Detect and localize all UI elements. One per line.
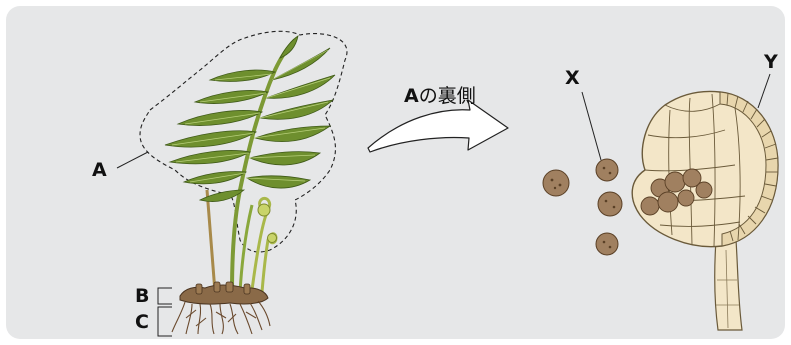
label-c: C [135,313,149,332]
frond-dashed-outline [140,31,347,252]
label-b: B [135,287,149,306]
fiddlehead-coil-1 [258,204,270,216]
fern-plant [117,31,347,336]
second-stalk [240,205,252,292]
label-x: X [565,69,580,88]
spore [596,233,618,255]
sporangium-stalk [715,240,742,330]
arrow-caption: Aの裏側 [404,81,476,108]
rhizome [180,285,268,304]
label-y: Y [764,53,778,72]
arrow-caption-letter: A [404,85,419,107]
dead-stalk [207,190,215,292]
spore [543,170,569,196]
roots [172,301,270,334]
frond-pinnae [165,36,335,202]
fiddlehead-coil-2 [268,234,277,243]
spore [598,192,622,216]
label-x-leader [582,92,601,160]
bc-brackets [158,288,172,336]
spore [596,159,618,181]
label-a: A [92,161,107,180]
label-y-leader [758,74,770,108]
arrow-caption-text: の裏側 [419,85,476,107]
spores [543,92,622,255]
label-a-leader [117,152,148,168]
sporangium [632,74,778,330]
